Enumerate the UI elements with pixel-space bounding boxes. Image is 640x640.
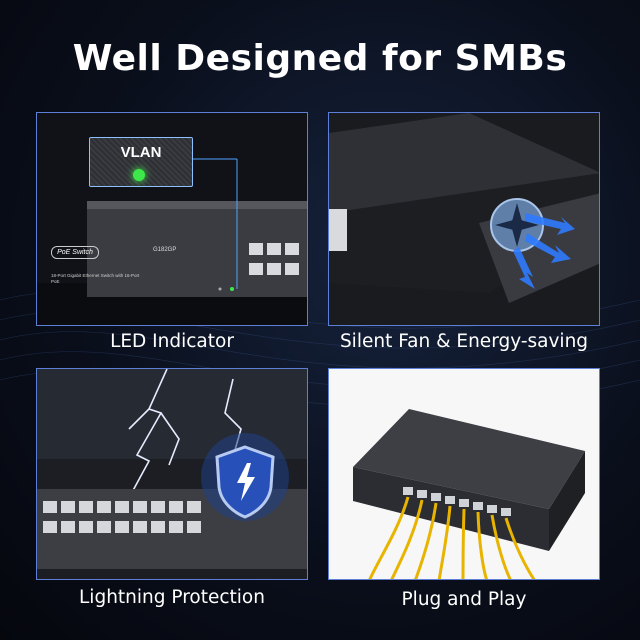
switch-with-cables-illustration [329, 369, 599, 579]
caption-plug-and-play: Plug and Play [401, 589, 527, 610]
page-headline: Well Designed for SMBs [72, 38, 568, 79]
plug-and-play-panel [328, 368, 600, 580]
poe-switch-badge: PoE Switch [51, 246, 99, 259]
caption-led-indicator: LED Indicator [110, 331, 234, 352]
lightning-shield-illustration [37, 369, 307, 579]
caption-lightning-protection: Lightning Protection [79, 587, 265, 608]
lightning-protection-panel [36, 368, 308, 580]
vlan-label: VLAN [120, 144, 162, 161]
green-led-icon [133, 169, 145, 181]
ethernet-cables-icon [368, 496, 536, 579]
led-indicator-panel: VLAN PoE Switch G182GP 18-Port Gigabit E… [36, 112, 308, 326]
switch-description: 18-Port Gigabit Ethernet Switch with 16-… [51, 273, 140, 284]
airflow-arrows-icon [513, 213, 575, 289]
silent-fan-panel [328, 112, 600, 326]
vlan-zoom-box: VLAN [89, 137, 193, 187]
switch-side-fan-illustration [329, 113, 599, 325]
model-label: G182GP [153, 247, 177, 253]
shield-icon [215, 445, 275, 519]
caption-silent-fan: Silent Fan & Energy-saving [339, 331, 589, 352]
